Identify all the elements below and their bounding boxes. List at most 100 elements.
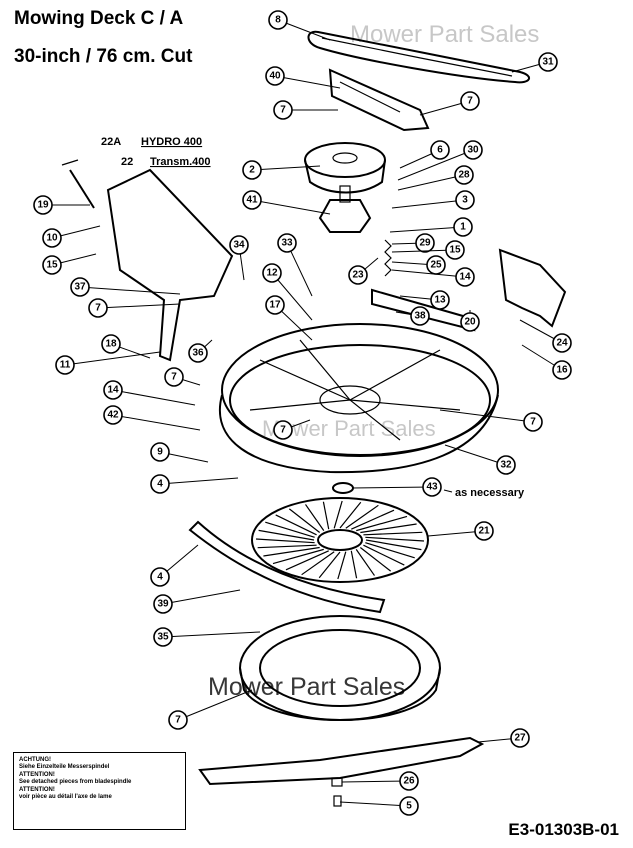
- callout-number: 8: [275, 15, 281, 26]
- callout-circle: [460, 91, 480, 111]
- part-callout-16: 16: [552, 360, 572, 380]
- label-transm-text: Transm.400: [150, 156, 211, 168]
- notice-line: ATTENTION!: [19, 786, 55, 793]
- part-callout-20: 20: [460, 312, 480, 332]
- callout-number: 7: [171, 372, 177, 383]
- idler-spring: [384, 239, 392, 277]
- callout-circle: [262, 263, 282, 283]
- part-callout-7: 7: [523, 412, 543, 432]
- callout-circle: [150, 442, 170, 462]
- part-callout-10: 10: [42, 228, 62, 248]
- callout-number: 12: [266, 268, 278, 279]
- callout-number: 10: [46, 233, 58, 244]
- part-callout-6: 6: [430, 140, 450, 160]
- callout-number: 7: [175, 715, 181, 726]
- part-callout-15: 15: [445, 240, 465, 260]
- part-callout-35: 35: [153, 627, 173, 647]
- callout-leader: [274, 75, 341, 89]
- part-callout-7: 7: [164, 367, 184, 387]
- callout-number: 33: [281, 238, 293, 249]
- callout-leader: [444, 444, 507, 466]
- fan-vane: [350, 550, 358, 579]
- callout-number: 19: [37, 200, 49, 211]
- callout-number: 6: [437, 145, 443, 156]
- callout-leader: [391, 269, 466, 278]
- fan-vane: [355, 549, 375, 576]
- deck-belt: [307, 30, 530, 84]
- callout-circle: [268, 10, 288, 30]
- blade-guard-skirt: [239, 667, 441, 721]
- fan-vane: [255, 538, 315, 544]
- mower-blade: [198, 736, 485, 786]
- callout-number: 17: [269, 300, 281, 311]
- part-callout-17: 17: [265, 295, 285, 315]
- fan-vane: [337, 551, 347, 580]
- part-callout-25: 25: [426, 255, 446, 275]
- fan-vane: [305, 504, 325, 531]
- callout-circle: [150, 474, 170, 494]
- callout-circle: [552, 360, 572, 380]
- callout-number: 4: [157, 572, 163, 583]
- callout-circle: [455, 267, 475, 287]
- fan-vane: [285, 550, 329, 571]
- callout-circle: [538, 52, 558, 72]
- callout-circle: [422, 477, 442, 497]
- callout-number: 15: [449, 245, 461, 256]
- callout-leader: [397, 149, 474, 181]
- callout-leader: [112, 414, 201, 431]
- part-callout-4: 4: [150, 567, 170, 587]
- watermark: Mower Part Sales: [208, 673, 405, 701]
- label-as-necessary: as necessary: [455, 487, 525, 499]
- part-callout-3: 3: [455, 190, 475, 210]
- deck-rim-inner: [229, 344, 491, 456]
- callout-number: 35: [157, 632, 169, 643]
- callout-circle: [168, 710, 188, 730]
- callout-leader: [339, 801, 410, 807]
- part-callout-4: 4: [150, 474, 170, 494]
- callout-leader: [79, 286, 181, 295]
- part-callout-2: 2: [242, 160, 262, 180]
- callout-circle: [277, 233, 297, 253]
- callout-number: 3: [462, 195, 468, 206]
- deck-belt-inner: [321, 37, 513, 77]
- label-hydro-code: 22A: [101, 136, 121, 148]
- fan-vane: [339, 501, 362, 529]
- callout-circle: [88, 298, 108, 318]
- part-callout-39: 39: [153, 594, 173, 614]
- callout-leader: [391, 249, 456, 253]
- blade-guard-disc: [239, 615, 441, 721]
- callout-leader: [351, 486, 433, 489]
- callout-circle: [103, 380, 123, 400]
- notice-box: ACHTUNG! Siehe Einzelteile Messerspindel…: [13, 752, 186, 830]
- callout-number: 7: [467, 96, 473, 107]
- callout-number: 28: [458, 170, 470, 181]
- blade-fan: [251, 497, 429, 583]
- callout-leader: [159, 477, 239, 485]
- hydro-rod-end: [61, 159, 79, 166]
- callout-leader: [341, 780, 410, 783]
- callout-circle: [265, 66, 285, 86]
- callout-number: 41: [246, 195, 258, 206]
- fan-vane: [288, 508, 321, 533]
- part-callout-7: 7: [460, 91, 480, 111]
- part-callout-9: 9: [150, 442, 170, 462]
- fan-hub: [317, 529, 363, 551]
- fan-vane: [258, 529, 315, 541]
- part-callout-14: 14: [455, 267, 475, 287]
- callout-circle: [42, 228, 62, 248]
- fan-vane: [356, 515, 408, 532]
- callout-number: 7: [280, 105, 286, 116]
- part-callout-32: 32: [496, 455, 516, 475]
- callout-number: 7: [530, 417, 536, 428]
- callout-leader: [177, 689, 253, 721]
- fan-vane: [272, 548, 324, 565]
- callout-circle: [399, 796, 419, 816]
- callout-number: 30: [467, 145, 479, 156]
- callout-number: 43: [426, 482, 438, 493]
- callout-number: 5: [406, 801, 412, 812]
- callout-circle: [455, 190, 475, 210]
- callout-circle: [101, 334, 121, 354]
- callout-number: 42: [107, 410, 119, 421]
- callout-number: 18: [105, 339, 117, 350]
